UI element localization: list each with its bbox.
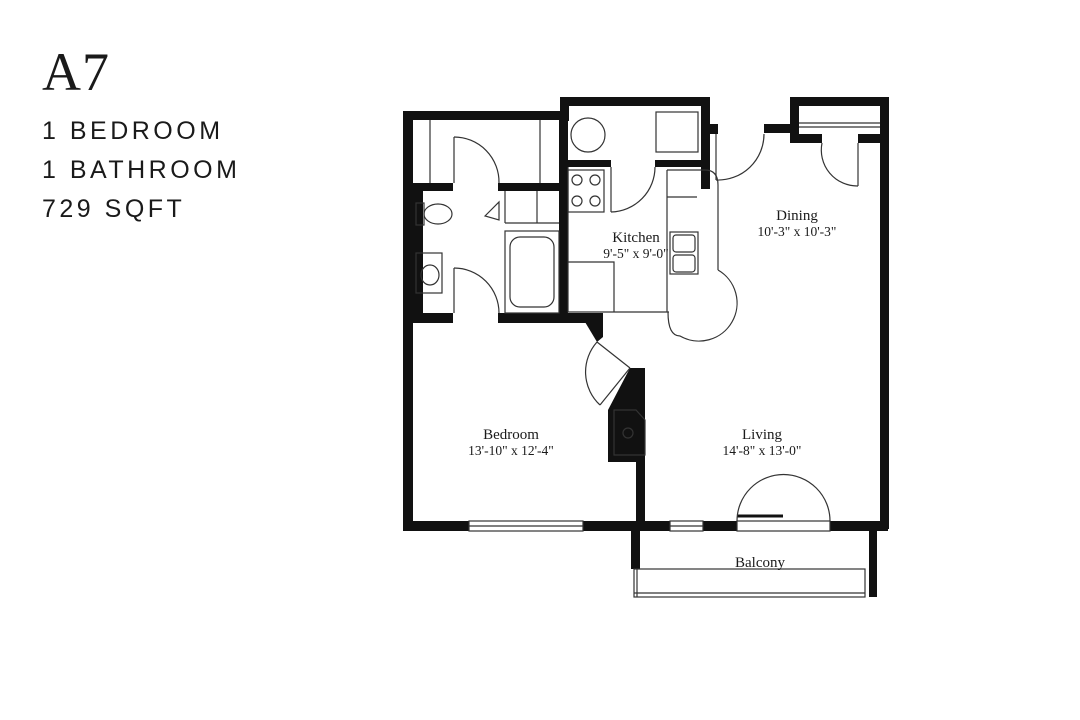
exterior-walls xyxy=(403,97,889,597)
unit-info: A7 1 BEDROOM 1 BATHROOM 729 SQFT xyxy=(42,40,240,229)
interior-walls xyxy=(403,120,701,521)
bedroom-name: Bedroom xyxy=(483,427,539,443)
bedroom-size: 13'-10" x 12'-4" xyxy=(468,443,554,458)
square-footage: 729 SQFT xyxy=(42,195,186,223)
living-name: Living xyxy=(742,427,782,443)
living-size: 14'-8" x 13'-0" xyxy=(723,443,802,458)
balcony-name: Balcony xyxy=(735,555,785,571)
bathroom-count: 1 BATHROOM xyxy=(42,156,241,184)
fixtures xyxy=(415,111,880,598)
bedroom-count: 1 BEDROOM xyxy=(42,117,224,145)
dining-name: Dining xyxy=(776,208,818,224)
plan-name: A7 xyxy=(42,42,110,102)
doors xyxy=(453,133,859,522)
kitchen-name: Kitchen xyxy=(612,230,660,246)
kitchen-size: 9'-5" x 9'-0" xyxy=(603,246,668,261)
dining-size: 10'-3" x 10'-3" xyxy=(758,224,837,239)
